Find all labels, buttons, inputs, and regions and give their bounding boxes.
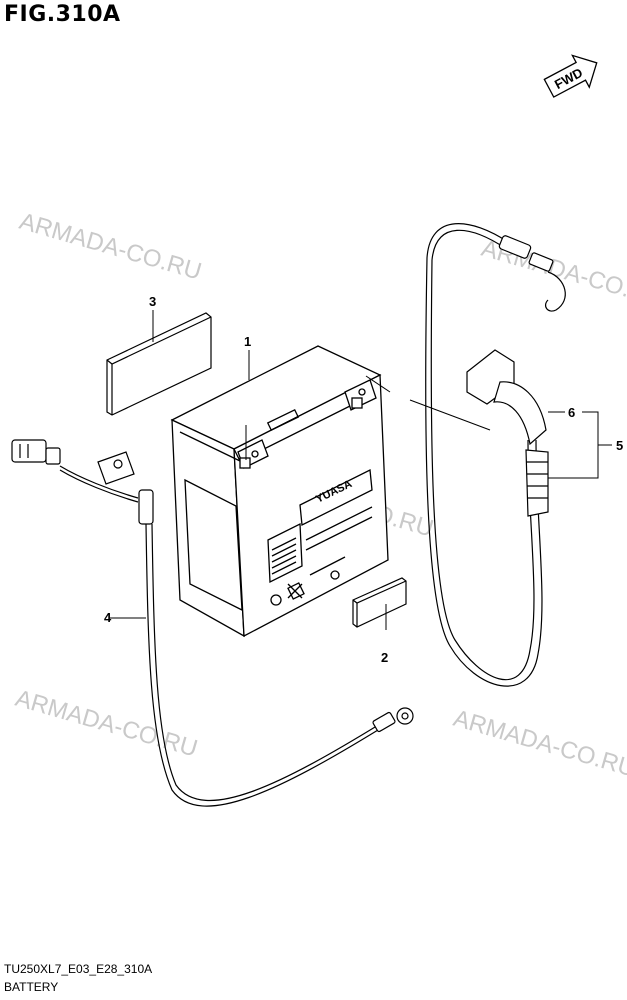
callout-3: 3 bbox=[149, 294, 156, 309]
watermark-top-left: ARMADA-CO.RU bbox=[16, 208, 204, 286]
callout-5: 5 bbox=[616, 438, 623, 453]
watermark-bottom-left: ARMADA-CO.RU bbox=[12, 685, 200, 763]
leader-lines bbox=[110, 310, 612, 630]
part-3-battery-pad bbox=[106, 312, 212, 416]
callout-2: 2 bbox=[381, 650, 388, 665]
callout-6: 6 bbox=[568, 405, 575, 420]
part-4-negative-cable bbox=[11, 439, 414, 807]
part-2-spacer bbox=[352, 577, 407, 628]
fwd-arrow-icon: FWD bbox=[543, 54, 598, 98]
watermark-bottom-right: ARMADA-CO.RU bbox=[450, 705, 627, 783]
part-5-positive-cable bbox=[425, 223, 566, 687]
section-name: BATTERY bbox=[4, 980, 59, 994]
callout-1: 1 bbox=[244, 334, 251, 349]
figure-title: FIG.310A bbox=[4, 2, 121, 27]
part-1-battery bbox=[170, 345, 389, 638]
model-code: TU250XL7_E03_E28_310A bbox=[4, 962, 153, 976]
callout-4: 4 bbox=[104, 610, 112, 625]
